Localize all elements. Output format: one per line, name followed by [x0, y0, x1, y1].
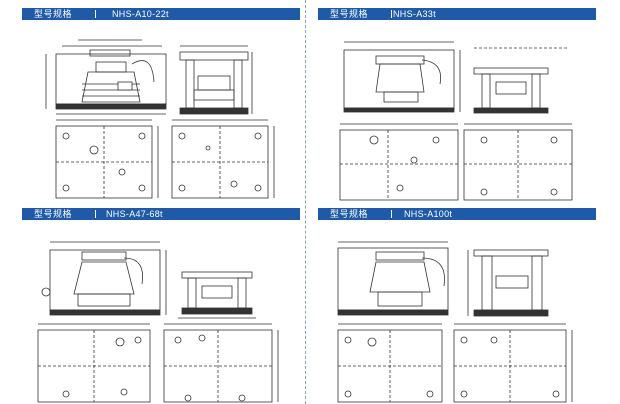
base-plate-right: [171, 119, 275, 199]
spec-label: 型号规格: [330, 209, 369, 219]
side-view: [473, 47, 568, 114]
front-view: [45, 39, 167, 115]
panel-nhs-a33t: 型号规格 NHS-A33t: [318, 8, 596, 201]
technical-drawing: [337, 241, 573, 403]
model-name: NHS-A47-68t: [106, 209, 163, 219]
spec-label: 型号规格: [34, 9, 73, 19]
base-plate-right: [163, 323, 279, 403]
model-name: NHS-A33t: [393, 9, 436, 19]
base-plate-right: [453, 323, 573, 403]
base-plate-left: [337, 323, 443, 403]
base-plate-left: [339, 123, 459, 201]
panel-header: 型号规格 NHS-A47-68t: [22, 208, 300, 220]
side-view: [179, 45, 253, 115]
model-name: NHS-A100t: [404, 209, 453, 219]
header-separator: [95, 210, 96, 218]
base-plate-left: [55, 119, 159, 199]
spec-label: 型号规格: [330, 9, 369, 19]
panel-divider: [305, 0, 307, 404]
panel-nhs-a10-22t: 型号规格 NHS-A10-22t: [22, 8, 300, 199]
panel-nhs-a100t: 型号规格 NHS-A100t: [318, 208, 596, 403]
header-separator: [95, 10, 96, 18]
panel-header: 型号规格 NHS-A10-22t: [22, 8, 300, 20]
technical-drawing: [339, 41, 573, 201]
panel-header: 型号规格 NHS-A33t: [318, 8, 596, 20]
front-view: [337, 241, 449, 316]
panel-nhs-a47-68t: 型号规格 NHS-A47-68t: [22, 208, 300, 403]
base-plate-right: [463, 123, 573, 201]
header-separator: [391, 10, 392, 18]
technical-drawing: [45, 39, 275, 199]
front-view: [343, 41, 461, 113]
front-view: [41, 241, 167, 316]
spec-label: 型号规格: [34, 209, 73, 219]
side-view: [178, 271, 256, 319]
base-plate-left: [37, 323, 151, 403]
technical-drawing: [37, 241, 279, 403]
header-separator: [391, 210, 392, 218]
panel-header: 型号规格 NHS-A100t: [318, 208, 596, 220]
model-name: NHS-A10-22t: [112, 9, 169, 19]
side-view: [467, 249, 549, 317]
